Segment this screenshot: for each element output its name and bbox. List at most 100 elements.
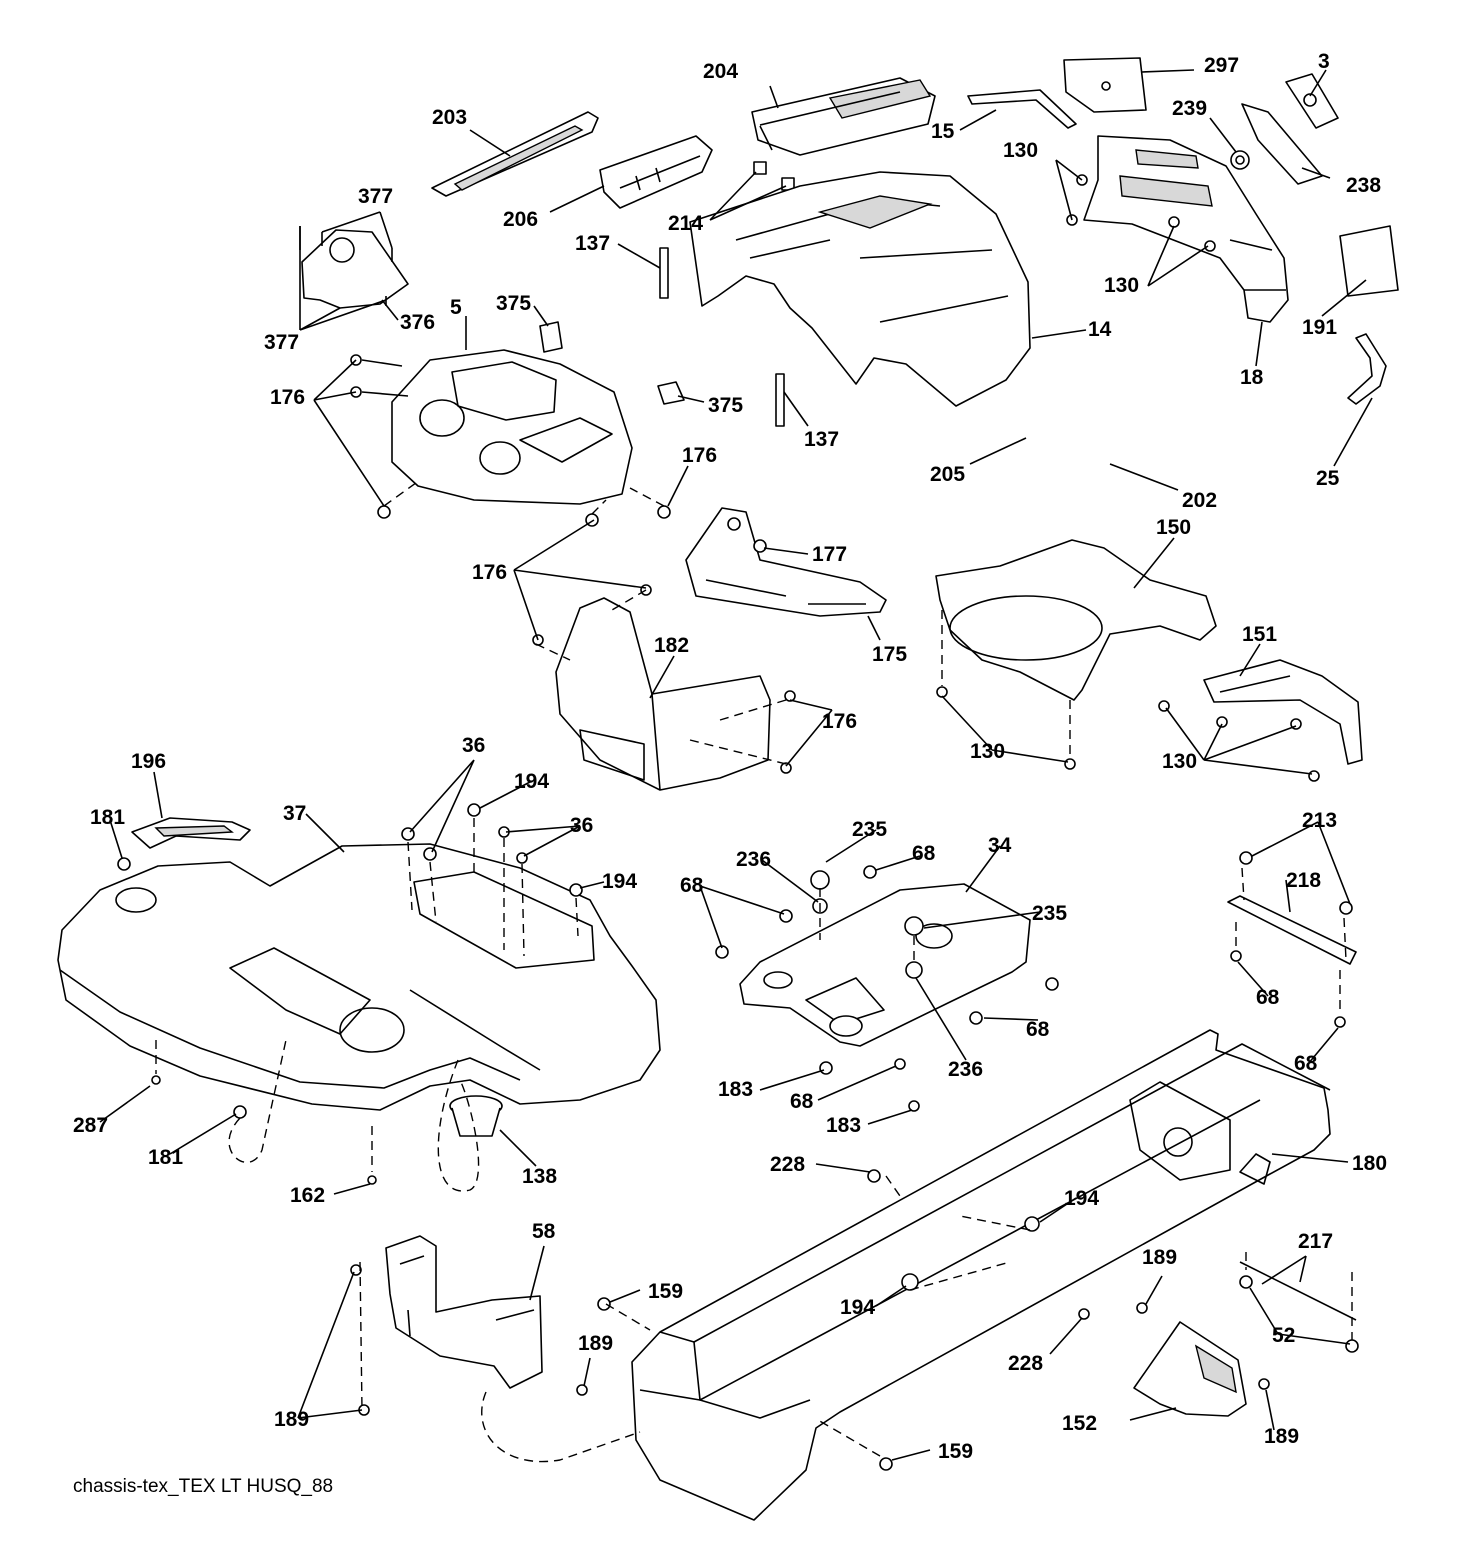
part-203-side-grille xyxy=(431,111,599,197)
callout-5: 5 xyxy=(450,296,462,319)
callout-217: 217 xyxy=(1298,1230,1333,1253)
part-fasteners-frame xyxy=(350,1169,1270,1471)
callout-58: 58 xyxy=(532,1220,556,1243)
callout-202: 202 xyxy=(1182,489,1217,512)
callout-191: 191 xyxy=(1302,316,1337,339)
callout-137: 137 xyxy=(804,428,839,451)
part-18-front-grille xyxy=(1083,135,1289,323)
callout-376: 376 xyxy=(400,311,435,334)
callout-375: 375 xyxy=(496,292,531,315)
callout-236: 236 xyxy=(948,1058,983,1081)
part-182-lower-dash xyxy=(555,597,771,791)
callout-377: 377 xyxy=(358,185,393,208)
part-191-block xyxy=(1339,225,1399,297)
callout-196: 196 xyxy=(131,750,166,773)
callout-203: 203 xyxy=(432,106,467,129)
callout-150: 150 xyxy=(1156,516,1191,539)
callout-162: 162 xyxy=(290,1184,325,1207)
callout-15: 15 xyxy=(931,120,955,143)
callout-181: 181 xyxy=(148,1146,183,1169)
callout-176: 176 xyxy=(472,561,507,584)
callout-68: 68 xyxy=(790,1090,814,1113)
callout-206: 206 xyxy=(503,208,538,231)
callout-183: 183 xyxy=(826,1114,861,1137)
callout-181: 181 xyxy=(90,806,125,829)
callout-175: 175 xyxy=(872,643,907,666)
part-152-shield xyxy=(1133,1321,1247,1417)
part-fasteners-body xyxy=(117,803,583,1185)
callout-213: 213 xyxy=(1302,809,1337,832)
callout-189: 189 xyxy=(578,1332,613,1355)
callout-176: 176 xyxy=(270,386,305,409)
callout-68: 68 xyxy=(1026,1018,1050,1041)
callout-176: 176 xyxy=(682,444,717,467)
callout-377: 377 xyxy=(264,331,299,354)
callout-235: 235 xyxy=(852,818,887,841)
callout-189: 189 xyxy=(1142,1246,1177,1269)
callout-228: 228 xyxy=(770,1153,805,1176)
callout-130: 130 xyxy=(970,740,1005,763)
callout-36: 36 xyxy=(462,734,485,757)
part-239-badge xyxy=(1230,150,1250,170)
callout-194: 194 xyxy=(840,1296,875,1319)
part-137-strips xyxy=(659,247,785,427)
callout-236: 236 xyxy=(736,848,771,871)
callout-labels: 204 297 3 203 15 239 130 238 206 214 377… xyxy=(73,50,1387,1463)
callout-130: 130 xyxy=(1104,274,1139,297)
part-217-rod xyxy=(1239,1261,1359,1353)
callout-36: 36 xyxy=(570,814,593,837)
callout-287: 287 xyxy=(73,1114,108,1137)
callout-182: 182 xyxy=(654,634,689,657)
callout-14: 14 xyxy=(1088,318,1112,341)
callout-68: 68 xyxy=(680,874,704,897)
callout-238: 238 xyxy=(1346,174,1381,197)
callout-176: 176 xyxy=(822,710,857,733)
callout-159: 159 xyxy=(938,1440,973,1463)
leader-lines xyxy=(99,69,1373,1461)
callout-177: 177 xyxy=(812,543,847,566)
part-34-mounting-plate xyxy=(739,870,1031,1047)
part-180-frame xyxy=(631,1029,1331,1521)
callout-130: 130 xyxy=(1162,750,1197,773)
callout-194: 194 xyxy=(1064,1187,1099,1210)
part-297-pad xyxy=(1063,57,1147,113)
callout-180: 180 xyxy=(1352,1152,1387,1175)
callout-235: 235 xyxy=(1032,902,1067,925)
callout-189: 189 xyxy=(274,1408,309,1431)
part-196-plate xyxy=(131,817,251,849)
callout-159: 159 xyxy=(648,1280,683,1303)
callout-151: 151 xyxy=(1242,623,1277,646)
callout-297: 297 xyxy=(1204,54,1239,77)
part-5-dash-console xyxy=(391,349,633,505)
part-3-emblem xyxy=(1285,73,1339,129)
part-37-body-pan xyxy=(57,843,661,1111)
callout-204: 204 xyxy=(703,60,738,83)
callout-25: 25 xyxy=(1316,467,1340,490)
part-218-bar xyxy=(1227,895,1357,965)
part-206-vent-duct xyxy=(599,135,713,209)
part-150-fender xyxy=(935,539,1217,701)
part-25-bracket xyxy=(1347,333,1387,405)
callout-130: 130 xyxy=(1003,139,1038,162)
part-375-pads xyxy=(539,321,685,405)
part-58-bracket xyxy=(385,1235,543,1389)
callout-3: 3 xyxy=(1318,50,1330,73)
callout-228: 228 xyxy=(1008,1352,1043,1375)
callout-68: 68 xyxy=(1294,1052,1318,1075)
callout-138: 138 xyxy=(522,1165,557,1188)
assembly-lines xyxy=(155,479,1353,1463)
part-151-rear-bracket xyxy=(1203,659,1363,765)
callout-183: 183 xyxy=(718,1078,753,1101)
part-204-hood-vent xyxy=(751,77,936,156)
part-214-clips xyxy=(753,161,795,191)
callout-68: 68 xyxy=(912,842,936,865)
part-238-panel xyxy=(1241,103,1323,185)
part-176-screws xyxy=(350,354,796,774)
callout-34: 34 xyxy=(988,834,1012,857)
callout-189: 189 xyxy=(1264,1425,1299,1448)
callout-18: 18 xyxy=(1240,366,1264,389)
callout-218: 218 xyxy=(1286,869,1321,892)
part-376-bracket xyxy=(299,226,409,309)
callout-239: 239 xyxy=(1172,97,1207,120)
callout-137: 137 xyxy=(575,232,610,255)
